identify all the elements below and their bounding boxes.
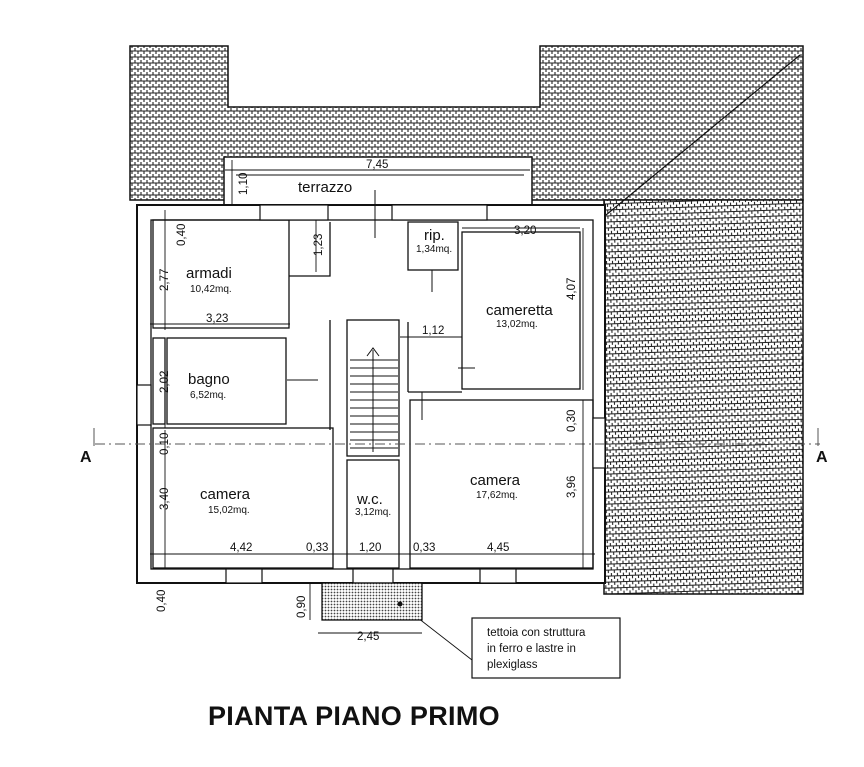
room-area-wc: 3,12mq.	[355, 507, 391, 518]
dim-camera-left-width: 4,42	[230, 542, 252, 554]
section-marker-right: A	[816, 449, 828, 466]
walls	[136, 190, 606, 584]
dim-cameretta-height: 4,07	[566, 278, 578, 300]
dim-armadi-width: 3,23	[206, 313, 228, 325]
canopy	[321, 582, 423, 621]
room-name-rip: rip.	[424, 227, 445, 244]
room-area-rip: 1,34mq.	[416, 244, 452, 255]
dim-terrace-width: 7,45	[366, 159, 388, 171]
dim-right-030: 0,30	[566, 410, 578, 432]
room-name-terrazzo: terrazzo	[298, 179, 352, 196]
room-name-camera-right: camera	[470, 472, 521, 489]
room-area-camera-left: 15,02mq.	[208, 505, 250, 516]
dim-bagno-height: 2,02	[159, 371, 171, 393]
dim-wc-width: 1,20	[359, 542, 381, 554]
dim-wall-010: 0,10	[159, 433, 171, 455]
room-name-cameretta: cameretta	[486, 302, 553, 319]
page-title: PIANTA PIANO PRIMO	[208, 701, 500, 731]
dim-camera-right-width: 4,45	[487, 542, 509, 554]
room-area-bagno: 6,52mq.	[190, 390, 226, 401]
dim-armadi-top: 0,40	[176, 224, 188, 246]
note-line-1: tettoia con struttura	[487, 627, 586, 639]
room-area-camera-right: 17,62mq.	[476, 490, 518, 501]
room-name-bagno: bagno	[188, 371, 230, 388]
room-area-armadi: 10,42mq.	[190, 284, 232, 295]
dim-camera-left-height: 3,40	[159, 488, 171, 510]
note-line-2: in ferro e lastre in	[487, 643, 576, 655]
dim-right-033: 0,33	[413, 542, 435, 554]
roof-tiles	[129, 45, 804, 595]
note-line-3: plexiglass	[487, 659, 538, 671]
dim-terrace-depth: 1,10	[238, 173, 250, 195]
dim-canopy-depth: 0,90	[296, 596, 308, 618]
dim-canopy-width: 2,45	[357, 631, 379, 643]
room-name-camera-left: camera	[200, 486, 251, 503]
dim-armadi-height: 2,77	[159, 269, 171, 291]
dim-bottom-040: 0,40	[156, 590, 168, 612]
dim-armadi-inner: 1,23	[313, 234, 325, 256]
section-marker-left: A	[80, 449, 92, 466]
note-box	[471, 617, 621, 679]
room-name-wc: w.c.	[356, 491, 383, 508]
staircase	[350, 347, 398, 452]
dim-hall-112: 1,12	[422, 325, 444, 337]
dimension-lines	[150, 160, 595, 661]
dim-left-033: 0,33	[306, 542, 328, 554]
canopy-callout-dot	[397, 601, 403, 607]
dim-camera-right-height: 3,96	[566, 476, 578, 498]
room-name-armadi: armadi	[186, 265, 232, 282]
room-area-cameretta: 13,02mq.	[496, 319, 538, 330]
dim-cameretta-width: 3,20	[514, 225, 536, 237]
section-line	[93, 428, 820, 446]
